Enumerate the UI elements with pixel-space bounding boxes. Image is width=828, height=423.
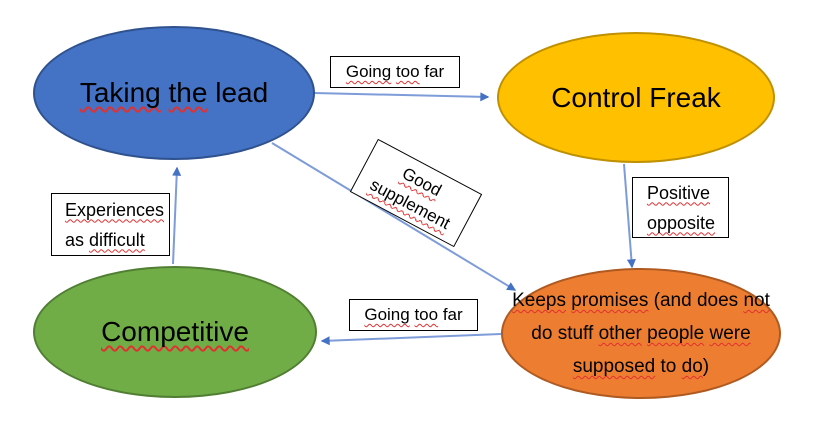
- arrow-competitive-to-taking-the-lead: [172, 166, 182, 265]
- label-box-going-too-far-bottom: Going too far: [349, 299, 478, 331]
- label-going-too-far-bottom-text: Going too far: [364, 305, 463, 324]
- node-control-freak: Control Freak: [497, 32, 775, 163]
- label-box-going-too-far-top: Going too far: [330, 56, 460, 88]
- node-control-freak-label: Control Freak: [551, 81, 721, 113]
- label-going-too-far-top-text: Going too far: [345, 62, 445, 81]
- node-taking-the-lead: Taking the lead: [33, 26, 315, 160]
- node-competitive-label: Competitive: [101, 316, 249, 347]
- node-competitive: Competitive: [33, 266, 317, 398]
- arrow-keeps-promises-to-competitive: [320, 333, 502, 346]
- node-taking-the-lead-label: Taking the lead: [79, 77, 269, 108]
- arrow-control-freak-to-keeps-promises: [623, 163, 636, 269]
- arrow-taking-the-lead-to-control-freak: [313, 92, 490, 102]
- arrow-taking-the-lead-to-keeps-promises: [271, 142, 517, 291]
